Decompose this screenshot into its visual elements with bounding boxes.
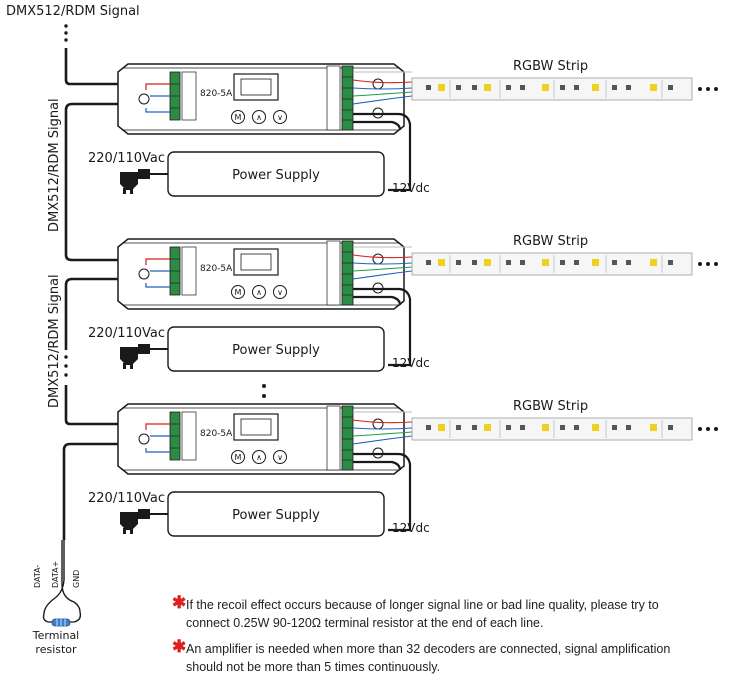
- plug-icon: [120, 509, 168, 534]
- signal-bus: [62, 48, 165, 540]
- decoder: 820-5A M ∧ ∨: [117, 238, 405, 310]
- output-voltage-label: 12Vdc: [392, 181, 430, 195]
- output-terminal: [341, 405, 354, 471]
- pin-data-plus: DATA+: [51, 561, 60, 588]
- button-m-label: M: [235, 288, 242, 297]
- power-wires: [353, 452, 412, 532]
- notes: ✱ If the recoil effect occurs because of…: [172, 593, 752, 684]
- rgbw-strip: [411, 77, 718, 101]
- rgbw-strip: [411, 417, 718, 441]
- stage-2: 820-5A M ∧ ∨: [88, 234, 718, 372]
- button-down-label: ∨: [277, 113, 283, 122]
- button-up[interactable]: ∧: [252, 285, 266, 299]
- decoder-input-wires: [145, 258, 170, 288]
- note-1-line-2: connect 0.25W 90-120Ω terminal resistor …: [186, 616, 544, 630]
- button-down[interactable]: ∨: [273, 110, 287, 124]
- side-signal-label-1: DMX512/RDM Signal: [47, 98, 62, 232]
- decoder-input-wires: [145, 423, 170, 453]
- output-terminal: [341, 240, 354, 306]
- terminal-resistor-wiring: [42, 540, 82, 623]
- rgbw-strip: [411, 252, 718, 276]
- note-1: ✱ If the recoil effect occurs because of…: [172, 593, 752, 632]
- button-down-label: ∨: [277, 453, 283, 462]
- bus-pin-labels: DATA- DATA+ GND: [33, 561, 81, 588]
- button-down[interactable]: ∨: [273, 285, 287, 299]
- pin-gnd: GND: [72, 570, 81, 588]
- stage-3: 820-5A M ∧ ∨: [88, 399, 718, 537]
- button-down-label: ∨: [277, 288, 283, 297]
- top-signal-label: DMX512/RDM Signal: [6, 4, 140, 19]
- terminal-label-1: Terminal: [32, 629, 80, 642]
- terminal-label-2: resistor: [35, 643, 77, 656]
- power-wires: [353, 287, 412, 367]
- strip-wires: [352, 71, 413, 105]
- strip-wires: [352, 411, 413, 445]
- side-signal-label-2: DMX512/RDM Signal: [47, 274, 62, 408]
- mains-label: 220/110Vac: [88, 326, 165, 341]
- button-up[interactable]: ∧: [252, 110, 266, 124]
- output-voltage-label: 12Vdc: [392, 521, 430, 535]
- stage-1: 820-5A M ∧ ∨: [88, 59, 718, 197]
- button-m[interactable]: M: [231, 285, 245, 299]
- button-m[interactable]: M: [231, 110, 245, 124]
- decoder: 820-5A M ∧ ∨: [117, 403, 405, 475]
- terminal-resistor-icon: [48, 618, 74, 627]
- power-wires: [353, 112, 412, 192]
- mains-label: 220/110Vac: [88, 491, 165, 506]
- model-label: 820-5A: [200, 89, 233, 99]
- button-up-label: ∧: [256, 453, 262, 462]
- button-up[interactable]: ∧: [252, 450, 266, 464]
- note-2: ✱ An amplifier is needed when more than …: [172, 637, 752, 676]
- plug-icon: [120, 169, 168, 194]
- model-label: 820-5A: [200, 429, 233, 439]
- strip-label: RGBW Strip: [513, 399, 588, 414]
- power-supply-label: Power Supply: [232, 343, 320, 358]
- strip-wires: [352, 246, 413, 280]
- model-label: 820-5A: [200, 264, 233, 274]
- pin-data-minus: DATA-: [33, 565, 42, 588]
- note-2-line-1: An amplifier is needed when more than 32…: [186, 642, 671, 656]
- output-voltage-label: 12Vdc: [392, 356, 430, 370]
- asterisk-icon: ✱: [172, 593, 187, 612]
- decoder: 820-5A M ∧ ∨: [117, 63, 405, 135]
- decoder-input-wires: [145, 83, 170, 113]
- output-terminal: [341, 65, 354, 131]
- asterisk-icon: ✱: [172, 637, 187, 656]
- mains-label: 220/110Vac: [88, 151, 165, 166]
- button-down[interactable]: ∨: [273, 450, 287, 464]
- button-m-label: M: [235, 113, 242, 122]
- button-up-label: ∧: [256, 288, 262, 297]
- button-m[interactable]: M: [231, 450, 245, 464]
- power-supply-label: Power Supply: [232, 168, 320, 183]
- plug-icon: [120, 344, 168, 369]
- button-m-label: M: [235, 453, 242, 462]
- strip-label: RGBW Strip: [513, 59, 588, 74]
- button-up-label: ∧: [256, 113, 262, 122]
- signal-dots: [64, 24, 266, 408]
- note-2-line-2: should not be more than 5 times continuo…: [186, 660, 441, 674]
- power-supply-label: Power Supply: [232, 508, 320, 523]
- strip-label: RGBW Strip: [513, 234, 588, 249]
- note-1-line-1: If the recoil effect occurs because of l…: [186, 598, 659, 612]
